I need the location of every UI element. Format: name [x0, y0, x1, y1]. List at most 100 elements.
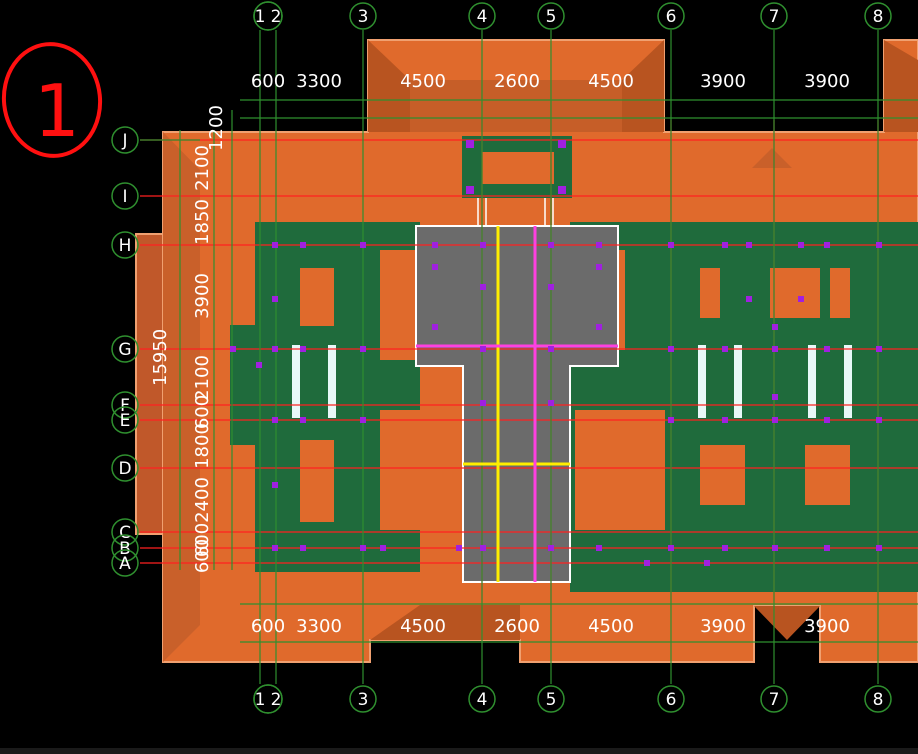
dimension-label: 1850: [192, 199, 213, 245]
axis-label-3: 3: [358, 7, 369, 27]
axis-label-4: 4: [477, 690, 488, 710]
axis-label-H: H: [119, 236, 132, 256]
dimension-total-left: 15950: [150, 329, 171, 386]
roof-ridge-top-right: [622, 40, 664, 132]
axis-label-5: 5: [546, 690, 557, 710]
roof-ridge-bottom-mid: [754, 606, 820, 640]
dimension-label: 2600: [494, 71, 540, 92]
roof-eave-top-right: [884, 40, 918, 132]
axis-bubble: [349, 685, 377, 713]
columns: [230, 140, 882, 566]
axis-bubble: [864, 685, 892, 713]
opening-l3: [380, 250, 420, 360]
roof-hip-left: [163, 132, 200, 662]
axis-label-7: 7: [769, 690, 780, 710]
annotation-mark: 1: [34, 69, 80, 153]
beams: [416, 226, 618, 582]
green-grid-lines: [140, 30, 918, 684]
axis-bubble: [111, 335, 139, 363]
dimension-label: 600: [192, 523, 213, 557]
dimension-label: 600: [192, 395, 213, 429]
dimension-label: 4500: [588, 71, 634, 92]
axis-label-3: 3: [358, 690, 369, 710]
dimension-label: 3900: [804, 616, 850, 637]
axis-bubble: [111, 518, 139, 546]
dimension-label: 2400: [192, 477, 213, 523]
slab-layer: [230, 136, 918, 592]
annotation-circle: 1: [1, 42, 103, 158]
core-area: [415, 225, 619, 583]
dimension-label: 3900: [804, 71, 850, 92]
axis-bubble: [657, 685, 685, 713]
roof-ridge-top-left: [368, 40, 410, 132]
dimension-label: 4500: [400, 616, 446, 637]
opening-r1: [700, 268, 720, 318]
axis-bubble: [111, 182, 139, 210]
axis-bubble: [111, 406, 139, 434]
axis-label-1: 1: [255, 690, 266, 710]
axis-label-5: 5: [546, 7, 557, 27]
roof-ridge-top-mid: [410, 80, 622, 132]
axis-label-J: J: [121, 131, 127, 151]
axis-label-1: 1: [255, 7, 266, 27]
axis-bubble: [111, 391, 139, 419]
axis-label-B: B: [119, 539, 131, 559]
dimension-label: 1200: [206, 105, 227, 151]
axis-bubble: [468, 2, 496, 30]
dimension-label: 2100: [192, 355, 213, 401]
opening-l4: [380, 410, 420, 530]
axis-bubble: [760, 2, 788, 30]
axis-bubble: [349, 2, 377, 30]
dimension-label: 4500: [588, 616, 634, 637]
opening-r3: [830, 268, 850, 318]
dimension-label: 2100: [192, 145, 213, 191]
axis-label-2: 2: [271, 7, 282, 27]
axis-label-D: D: [118, 459, 131, 479]
axis-bubble: [468, 685, 496, 713]
axis-label-6: 6: [666, 7, 677, 27]
dimension-label: 2600: [494, 616, 540, 637]
axis-label-8: 8: [873, 690, 884, 710]
opening-l2: [300, 440, 334, 522]
axis-label-6: 6: [666, 690, 677, 710]
slab-left-notch: [230, 325, 260, 445]
axis-label-I: I: [122, 187, 127, 207]
dimension-label: 3900: [700, 71, 746, 92]
opening-l1: [300, 268, 334, 326]
opening-r6: [575, 410, 665, 530]
axis-bubble: [253, 1, 283, 31]
dimension-label: 600: [251, 616, 285, 637]
axis-bubble: [111, 454, 139, 482]
dimension-label: 600: [192, 539, 213, 573]
axis-label-A: A: [119, 554, 131, 574]
dimension-label: 4500: [400, 71, 446, 92]
axis-label-E: E: [120, 411, 131, 431]
axis-bubble: [253, 684, 283, 714]
axis-bubble: [111, 231, 139, 259]
dimension-label: 3300: [296, 71, 342, 92]
dimension-label: 1800: [192, 423, 213, 469]
axis-bubble: [760, 685, 788, 713]
axis-label-8: 8: [873, 7, 884, 27]
opening-r5: [805, 445, 850, 505]
white-walls: [292, 345, 852, 418]
status-strip: [0, 748, 918, 754]
core-layer: [415, 198, 619, 583]
dimension-label: 3300: [296, 616, 342, 637]
axis-bubble: [111, 549, 139, 577]
axis-label-4: 4: [477, 7, 488, 27]
axis-label-F: F: [120, 396, 130, 416]
axis-label-7: 7: [769, 7, 780, 27]
slab-top-box-hole: [482, 152, 554, 184]
axis-bubble: [537, 2, 565, 30]
slab-right: [570, 222, 918, 592]
opening-r4: [700, 445, 745, 505]
axis-bubble: [864, 2, 892, 30]
axis-bubble: [111, 534, 139, 562]
